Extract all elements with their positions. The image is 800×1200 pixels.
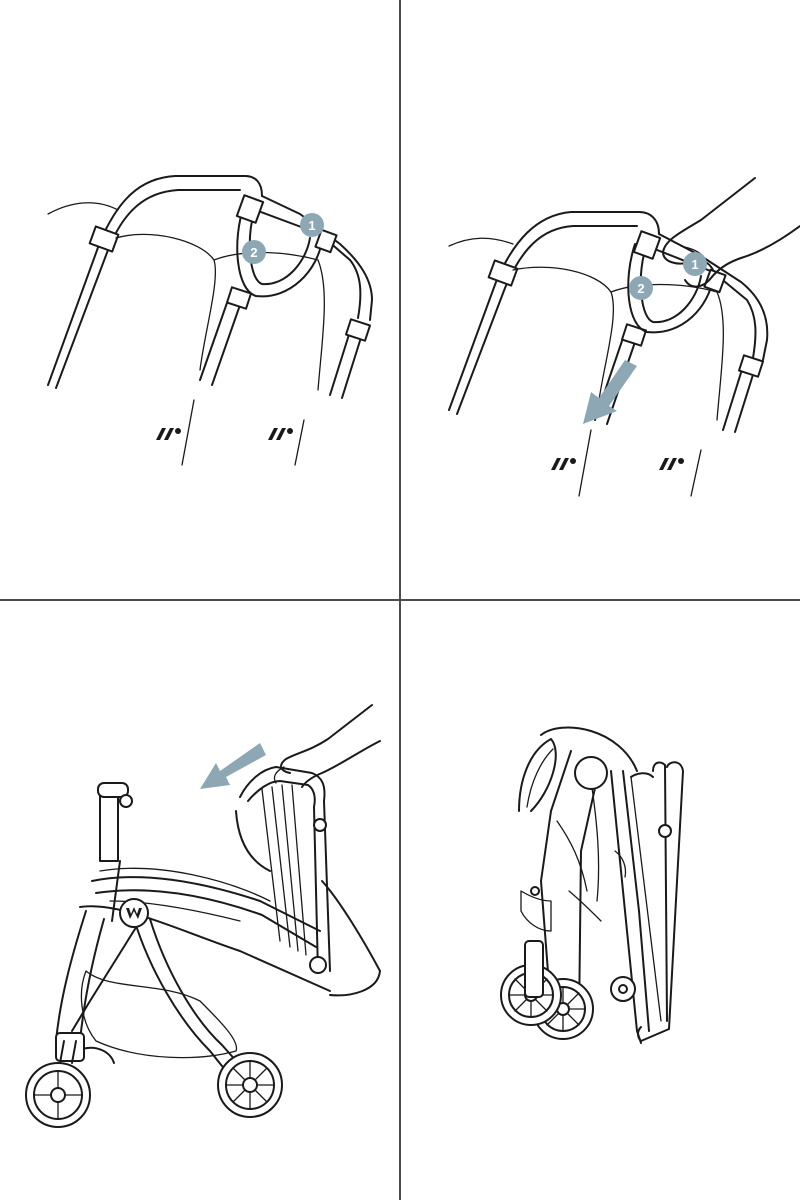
callout-badge-2: 2 xyxy=(242,240,266,264)
direction-arrow-icon xyxy=(200,743,266,789)
panel-step-4-folded-stroller xyxy=(401,601,800,1200)
callout-badge-1: 1 xyxy=(300,213,324,237)
svg-text:1: 1 xyxy=(308,218,315,233)
brand-mark-left xyxy=(551,458,576,470)
handle-diagram-2: 1 2 xyxy=(448,177,800,497)
svg-text:2: 2 xyxy=(637,281,644,296)
panel-step-2-press-and-push: 1 2 xyxy=(401,0,800,599)
folding-stroller-diagram xyxy=(25,704,381,1128)
horizontal-divider xyxy=(0,599,800,601)
brand-mark-left xyxy=(156,428,181,440)
panel-step-3-fold-stroller xyxy=(0,601,399,1200)
rear-wheel xyxy=(217,1052,283,1118)
callout-badge-1: 1 xyxy=(683,252,707,276)
direction-arrow-icon xyxy=(583,360,637,424)
front-wheel-back xyxy=(55,1032,115,1064)
callout-badge-2: 2 xyxy=(629,276,653,300)
panel-step-1-handle-close-up: 1 2 xyxy=(0,0,399,599)
brand-w-logo-icon xyxy=(119,898,149,928)
svg-text:1: 1 xyxy=(691,257,698,272)
hand-icon xyxy=(273,704,381,788)
svg-text:2: 2 xyxy=(250,245,257,260)
brand-mark-right xyxy=(659,458,684,470)
front-wheel xyxy=(25,1062,91,1128)
folded-stroller-diagram xyxy=(500,726,684,1044)
rear-wheel xyxy=(532,978,594,1040)
handle-diagram-1: 1 2 xyxy=(47,175,373,466)
brand-mark-right xyxy=(268,428,293,440)
hand-icon xyxy=(662,177,800,288)
